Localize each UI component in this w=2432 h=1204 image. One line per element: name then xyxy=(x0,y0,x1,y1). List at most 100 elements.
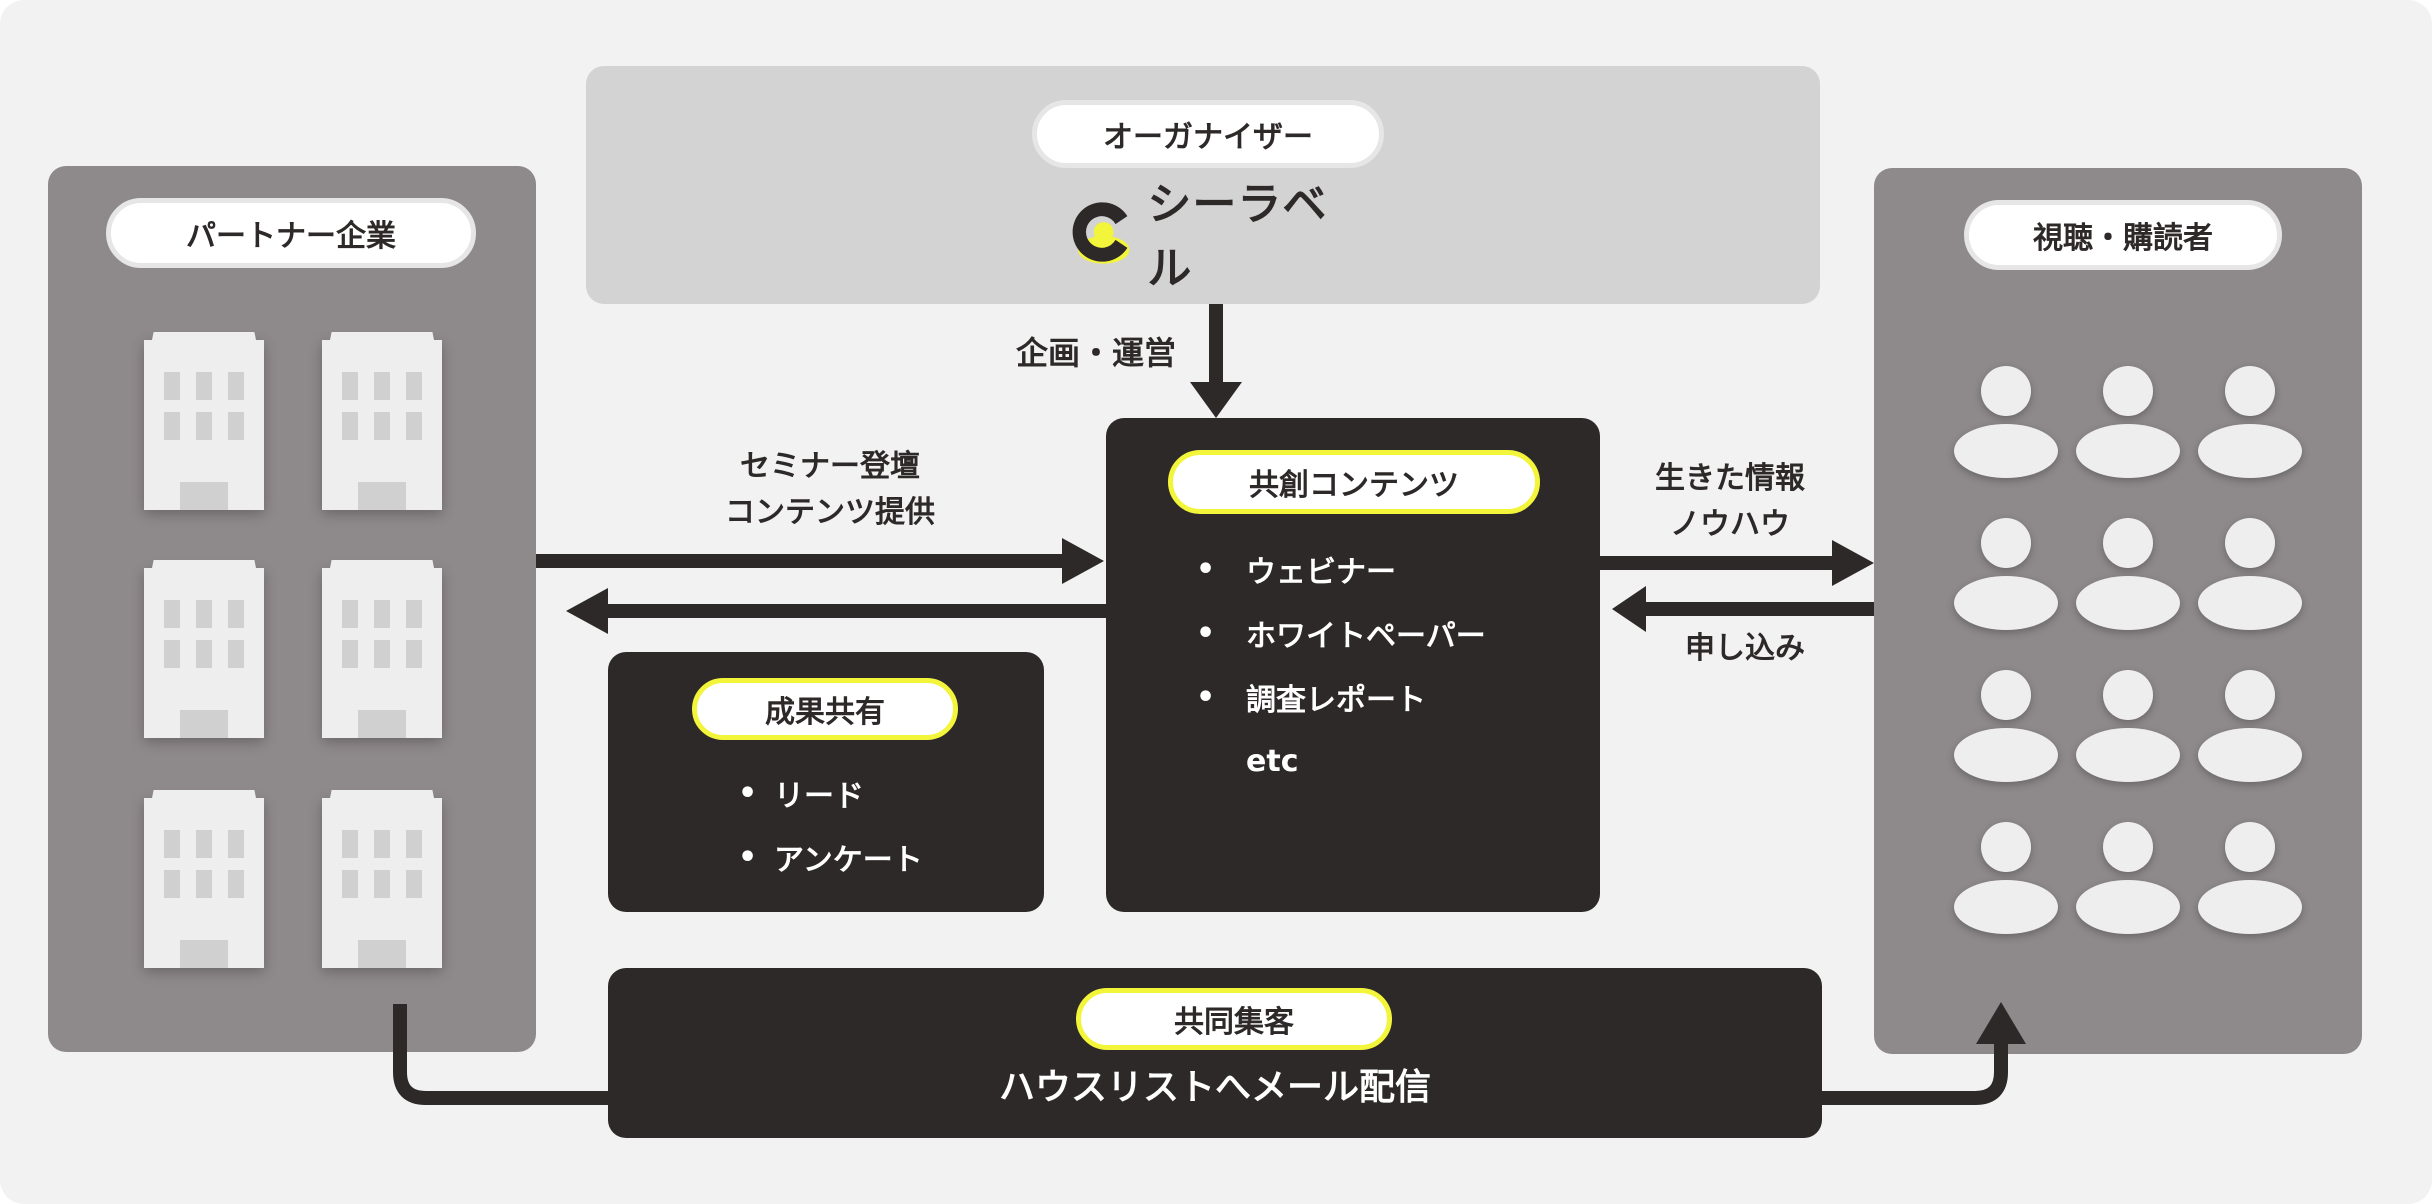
building-door xyxy=(358,482,406,510)
building-door xyxy=(358,940,406,968)
office-building-icon xyxy=(322,568,442,738)
co-creation-item: • ウェビナー xyxy=(1196,546,1396,592)
building-window xyxy=(374,412,390,440)
person-body xyxy=(2076,576,2180,630)
bullet: • xyxy=(1196,551,1216,587)
person-icon xyxy=(2198,366,2302,484)
person-body xyxy=(2076,424,2180,478)
co-creation-more: etc xyxy=(1246,738,1298,784)
planning-label: 企画・運営 xyxy=(1015,334,1176,372)
person-body xyxy=(2076,880,2180,934)
person-body xyxy=(1954,880,2058,934)
organizer-label: オーガナイザー xyxy=(1032,100,1384,168)
person-head xyxy=(1981,366,2031,416)
person-head xyxy=(2225,366,2275,416)
center-to-partner-tip xyxy=(566,588,608,634)
person-icon xyxy=(2198,822,2302,940)
co-creation-item-label: ウェビナー xyxy=(1246,555,1396,590)
building-window xyxy=(374,600,390,628)
person-icon xyxy=(1954,366,2058,484)
person-body xyxy=(1954,728,2058,782)
office-building-icon xyxy=(144,798,264,968)
person-head xyxy=(2225,518,2275,568)
bullet: • xyxy=(738,775,758,811)
center-to-partner-shaft xyxy=(604,604,1106,618)
building-window xyxy=(342,640,358,668)
building-door xyxy=(180,482,228,510)
building-window xyxy=(228,640,244,668)
cilabel-logo-text: シーラベル xyxy=(1147,179,1328,294)
building-window xyxy=(164,830,180,858)
building-window xyxy=(374,640,390,668)
office-building-icon xyxy=(144,568,264,738)
person-icon xyxy=(2076,670,2180,788)
office-building-icon xyxy=(144,340,264,510)
center-to-audience-shaft xyxy=(1600,556,1836,570)
person-icon xyxy=(1954,518,2058,636)
audience-flow-label-line2: ノウハウ xyxy=(1670,507,1790,542)
building-window xyxy=(164,372,180,400)
building-window xyxy=(164,600,180,628)
building-window xyxy=(228,412,244,440)
bullet: • xyxy=(1196,615,1216,651)
building-window xyxy=(196,600,212,628)
partner-panel xyxy=(48,166,536,1052)
building-window xyxy=(374,372,390,400)
building-window xyxy=(406,870,422,898)
person-body xyxy=(2198,728,2302,782)
person-icon xyxy=(1954,822,2058,940)
building-window xyxy=(196,870,212,898)
building-door xyxy=(358,710,406,738)
building-window xyxy=(196,640,212,668)
person-body xyxy=(2076,728,2180,782)
co-creation-more-label: etc xyxy=(1246,743,1299,779)
partner-to-center-tip xyxy=(1062,538,1104,584)
person-icon xyxy=(2076,822,2180,940)
person-icon xyxy=(2198,518,2302,636)
planning-arrow-shaft xyxy=(1209,304,1223,384)
person-icon xyxy=(2076,366,2180,484)
audience-flow-label-line1: 生きた情報 xyxy=(1655,461,1805,496)
partner-label: パートナー企業 xyxy=(106,198,476,268)
person-icon xyxy=(2076,518,2180,636)
bullet: • xyxy=(1196,679,1216,715)
office-building-icon xyxy=(322,340,442,510)
person-body xyxy=(2198,424,2302,478)
audience-label: 視聴・購読者 xyxy=(1964,200,2282,270)
building-window xyxy=(406,830,422,858)
joint-text: ハウスリストへメール配信 xyxy=(998,1067,1431,1108)
co-creation-label: 共創コンテンツ xyxy=(1168,450,1540,514)
building-window xyxy=(406,600,422,628)
partner-to-center-shaft xyxy=(536,554,1072,568)
building-window xyxy=(342,412,358,440)
building-window xyxy=(406,640,422,668)
results-item: • アンケート xyxy=(738,834,923,880)
apply-flow-label: 申し込み xyxy=(1685,631,1805,666)
building-window xyxy=(196,412,212,440)
cilabel-logo: シーラベル xyxy=(1070,179,1370,294)
person-head xyxy=(1981,518,2031,568)
person-head xyxy=(2225,822,2275,872)
building-window xyxy=(164,640,180,668)
building-window xyxy=(228,830,244,858)
building-window xyxy=(406,372,422,400)
partner-flow-label-line1: セミナー登壇 xyxy=(740,449,920,484)
person-head xyxy=(2103,670,2153,720)
co-creation-item: • 調査レポート xyxy=(1196,674,1426,720)
building-door xyxy=(180,940,228,968)
person-icon xyxy=(1954,670,2058,788)
building-window xyxy=(406,412,422,440)
person-body xyxy=(1954,576,2058,630)
person-body xyxy=(1954,424,2058,478)
person-body xyxy=(2198,576,2302,630)
person-head xyxy=(2225,670,2275,720)
building-door xyxy=(180,710,228,738)
results-item-label: アンケート xyxy=(774,843,923,878)
building-window xyxy=(196,372,212,400)
co-creation-item-label: ホワイトペーパー xyxy=(1246,619,1486,654)
building-window xyxy=(342,870,358,898)
building-window xyxy=(342,600,358,628)
bullet: • xyxy=(738,839,758,875)
building-window xyxy=(228,372,244,400)
